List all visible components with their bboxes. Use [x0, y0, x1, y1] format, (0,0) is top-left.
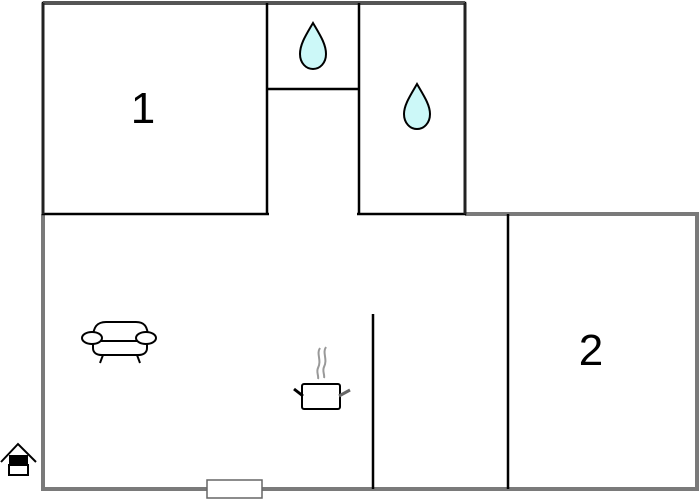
- room-bathroom-small: [268, 4, 358, 88]
- outer-wall: [41, 212, 699, 491]
- house-entrance-icon: [0, 442, 37, 476]
- upper-block-outline: [41, 1, 467, 216]
- room-2-label: 2: [578, 326, 604, 375]
- room-1-label: 1: [130, 84, 156, 133]
- cooking-pot-icon: [293, 346, 351, 410]
- sofa-icon: [81, 321, 157, 364]
- water-drop-icon: [298, 21, 328, 71]
- outer-walls: [41, 212, 699, 491]
- room-living-kitchen: [45, 216, 507, 487]
- window: [206, 479, 263, 499]
- inner-walls: [41, 1, 510, 489]
- room-bathroom-large: [360, 4, 464, 213]
- water-drop-icon: [402, 82, 432, 131]
